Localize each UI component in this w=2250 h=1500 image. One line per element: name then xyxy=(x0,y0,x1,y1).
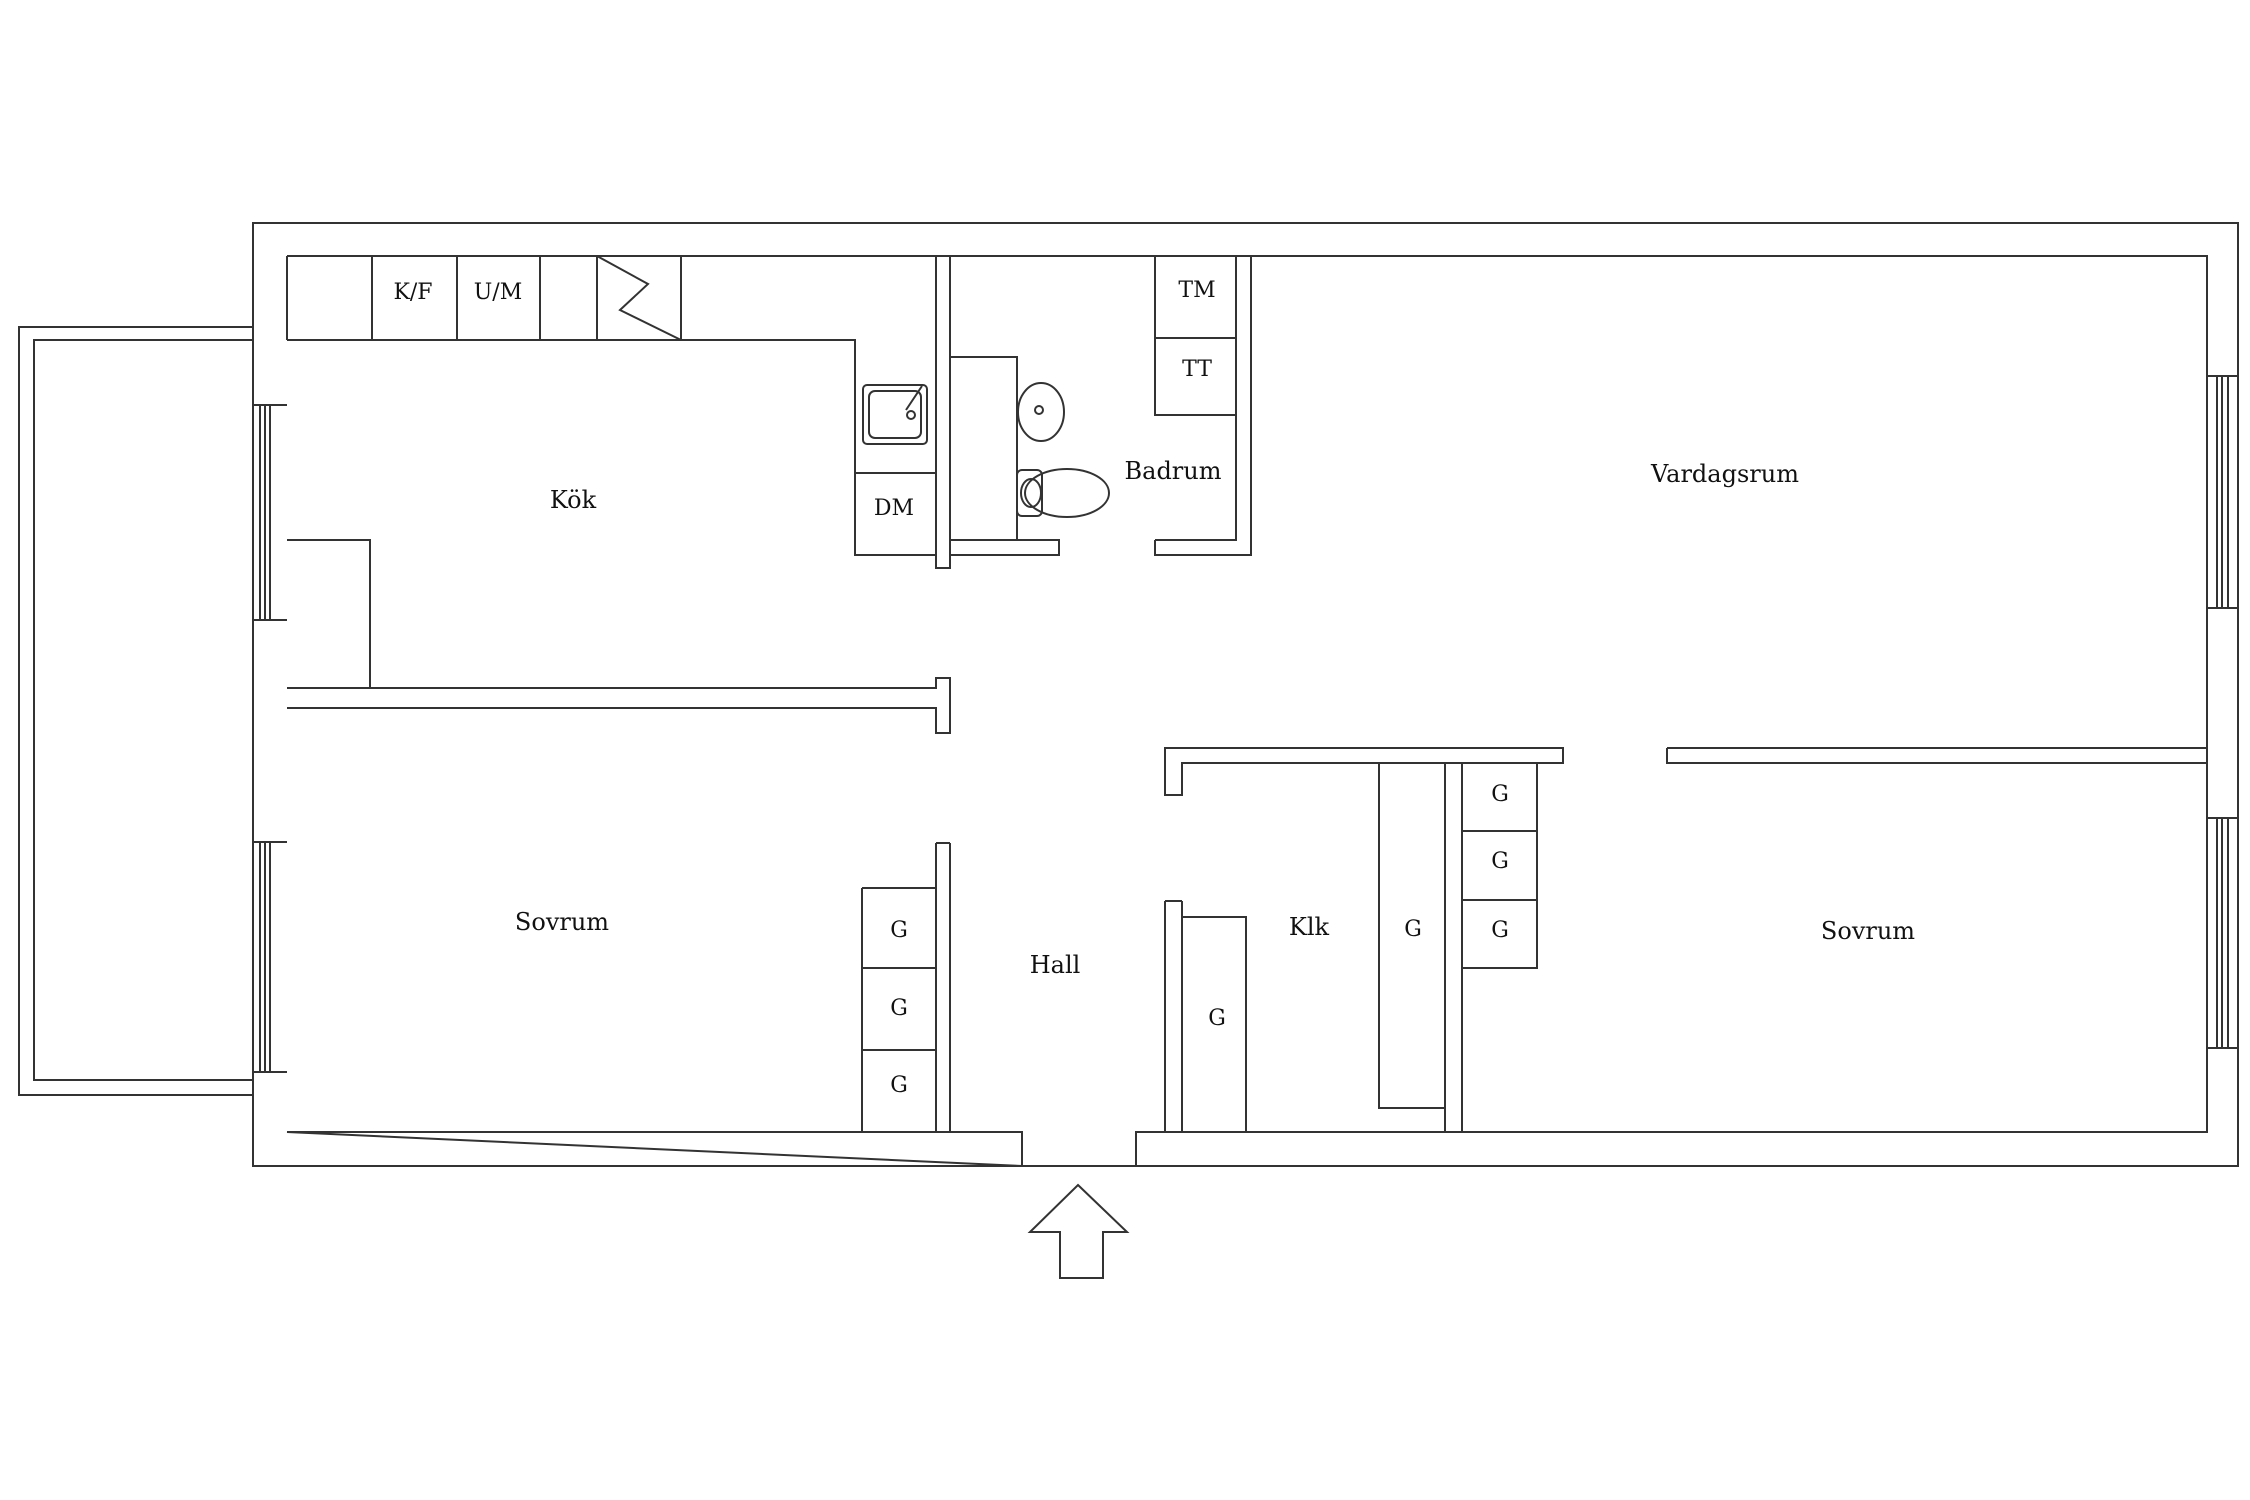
wall-closet-top xyxy=(1164,747,1564,796)
room-label-sovrum-right: Sovrum xyxy=(1821,917,1915,945)
wall-kitchen-bottom xyxy=(287,677,951,734)
entrance-arrow-icon xyxy=(1027,1183,1130,1279)
outer-wall xyxy=(252,222,2239,1167)
wardrobe-label: G xyxy=(890,1073,908,1098)
klk-wardrobe xyxy=(1182,916,1247,1132)
fixture-label-tt: TT xyxy=(1182,357,1212,382)
wall-klk-right xyxy=(1444,763,1463,1132)
toilet-seat xyxy=(1020,478,1042,508)
sink-basin xyxy=(868,390,922,439)
window-left-top xyxy=(253,404,287,621)
wall-hall-right xyxy=(1164,900,1183,1132)
wall-kitchen-bath xyxy=(935,256,951,569)
kitchen-counter-top xyxy=(286,256,856,473)
wall-bath xyxy=(950,356,1060,556)
walls xyxy=(18,222,2239,1168)
window-right-bottom xyxy=(2207,817,2238,1049)
wardrobes-left xyxy=(861,887,936,1132)
room-label-kok: Kök xyxy=(550,486,597,514)
fixture-label-tm: TM xyxy=(1178,278,1215,303)
kitchen-cabinet-left xyxy=(287,539,371,688)
stove-symbol xyxy=(596,255,682,341)
window-left-bottom xyxy=(253,841,287,1073)
stove xyxy=(596,255,682,341)
room-label-hall: Hall xyxy=(1030,951,1081,979)
wardrobe-label: G xyxy=(1491,782,1509,807)
inner-wall-outline xyxy=(286,255,2208,1168)
room-label-sovrum-left: Sovrum xyxy=(515,908,609,936)
fixture-label-um: U/M xyxy=(474,280,522,305)
window-right-top xyxy=(2207,375,2238,609)
room-label-vardagsrum: Vardagsrum xyxy=(1650,460,1799,488)
room-label-klk: Klk xyxy=(1289,913,1330,941)
wardrobe-label: G xyxy=(1404,917,1422,942)
balcony xyxy=(18,326,253,1096)
counter-right xyxy=(854,472,936,556)
wardrobe-label: G xyxy=(890,996,908,1021)
sink-faucet xyxy=(905,385,923,411)
wall-bedroom-top xyxy=(1666,747,2207,764)
wardrobe-label: G xyxy=(1208,1006,1226,1031)
wall-hall-left xyxy=(935,842,951,1132)
bath-tm-tt xyxy=(1154,256,1236,416)
room-label-badrum: Badrum xyxy=(1125,457,1222,485)
sink-drain xyxy=(906,410,916,420)
wardrobe-label: G xyxy=(1491,849,1509,874)
fixture-label-dm: DM xyxy=(874,496,914,521)
wardrobe-label: G xyxy=(890,918,908,943)
fixture-label-kf: K/F xyxy=(393,280,432,305)
wardrobe-label: G xyxy=(1491,918,1509,943)
washbasin-drain xyxy=(1034,405,1044,415)
washbasin xyxy=(1017,382,1065,442)
toilet-bowl xyxy=(1024,468,1110,518)
wall-bath-right xyxy=(1154,256,1252,556)
wardrobes-right xyxy=(1462,762,1538,969)
sink xyxy=(862,384,928,445)
